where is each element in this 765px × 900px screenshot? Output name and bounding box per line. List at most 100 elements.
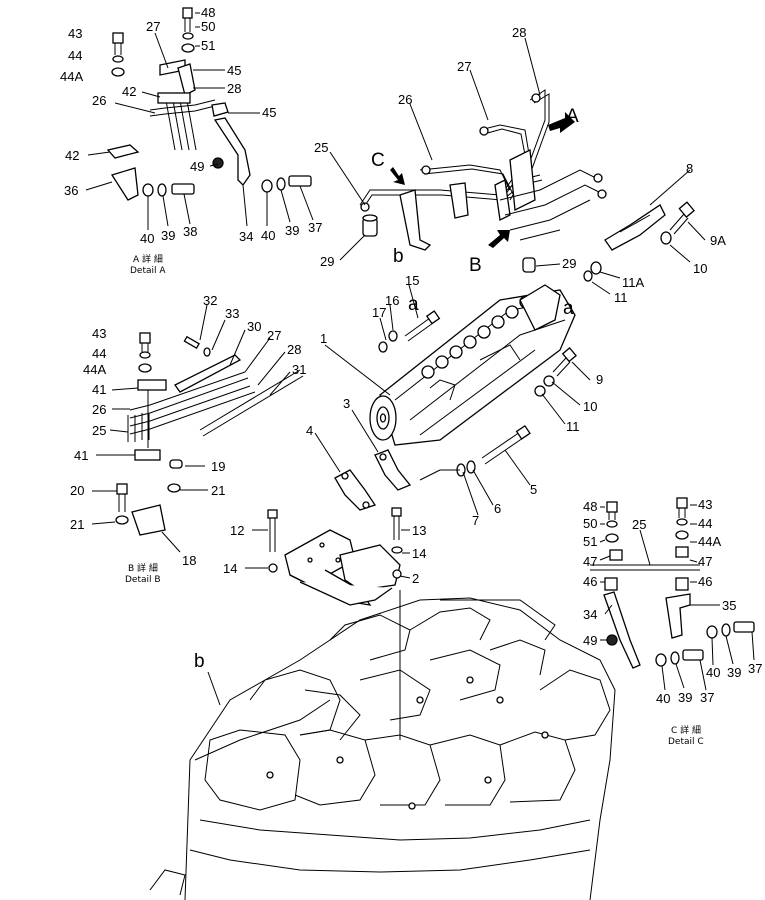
pump-bracket — [268, 529, 402, 606]
callout-21: 21 — [70, 517, 84, 532]
callout-46: 46 — [698, 574, 712, 589]
callout-40: 40 — [706, 665, 720, 680]
callout-16: 16 — [385, 293, 399, 308]
callout-25: 25 — [314, 140, 328, 155]
callout-41: 41 — [92, 382, 106, 397]
ref-mark-b: b — [194, 651, 205, 672]
callout-47: 47 — [583, 554, 597, 569]
callout-7: 7 — [472, 513, 479, 528]
callout-6: 6 — [494, 501, 501, 516]
callout-43: 43 — [92, 326, 106, 341]
callout-39: 39 — [678, 690, 692, 705]
callout-45: 45 — [262, 105, 276, 120]
callout-49: 49 — [190, 159, 204, 174]
ref-mark-b: b — [393, 246, 404, 267]
callout-26: 26 — [92, 402, 106, 417]
bolt-9 — [552, 347, 577, 377]
callout-40: 40 — [140, 231, 154, 246]
callout-37: 37 — [700, 690, 714, 705]
detail-b — [115, 332, 304, 536]
callout-2: 2 — [412, 571, 419, 586]
callout-21: 21 — [211, 483, 225, 498]
washer-11 — [534, 385, 546, 397]
callout-9A: 9A — [710, 233, 726, 248]
callout-1: 1 — [320, 331, 327, 346]
callout-11A: 11A — [622, 275, 644, 290]
washer-17 — [378, 341, 388, 353]
callout-47: 47 — [698, 554, 712, 569]
callout-20: 20 — [70, 483, 84, 498]
detail-captions: A 詳 細 Detail A B 詳 細 Detail B C 詳 細 Deta… — [125, 253, 704, 747]
callout-3: 3 — [343, 396, 350, 411]
callout-15: 15 — [405, 273, 419, 288]
callout-8: 8 — [686, 161, 693, 176]
callout-36: 36 — [64, 183, 78, 198]
ref-mark-a: a — [408, 294, 419, 315]
view-arrow-b-icon — [488, 230, 510, 248]
view-label-c: C — [371, 150, 385, 171]
callout-31: 31 — [292, 362, 306, 377]
view-label-b: B — [469, 255, 482, 276]
detail-b-caption-jp: B 詳 細 — [128, 562, 158, 574]
callout-9: 9 — [596, 372, 603, 387]
callout-13: 13 — [412, 523, 426, 538]
callout-18: 18 — [182, 553, 196, 568]
ref-mark-a: a — [563, 298, 574, 319]
callout-11: 11 — [614, 290, 628, 305]
washer-10-top — [660, 231, 672, 245]
callout-39: 39 — [285, 223, 299, 238]
callout-46: 46 — [583, 574, 597, 589]
callout-44A: 44A — [698, 534, 721, 549]
callout-42: 42 — [122, 84, 136, 99]
callout-10: 10 — [693, 261, 707, 276]
callout-44A: 44A — [60, 69, 83, 84]
callout-37: 37 — [748, 661, 762, 676]
callout-labels: 48 50 51 27 43 44 44A 45 28 42 26 45 42 … — [60, 5, 762, 706]
callout-44: 44 — [92, 346, 106, 361]
callout-49: 49 — [583, 633, 597, 648]
callout-27: 27 — [457, 59, 471, 74]
support-plate-3 — [374, 449, 412, 491]
view-label-a: A — [566, 106, 579, 127]
callout-25: 25 — [632, 517, 646, 532]
callout-34: 34 — [583, 607, 597, 622]
engine-block — [149, 590, 616, 900]
callout-17: 17 — [372, 305, 386, 320]
bolt-13 — [391, 507, 403, 554]
washer-16 — [388, 330, 398, 342]
detail-a — [106, 7, 312, 201]
detail-a-caption: Detail A — [130, 266, 166, 276]
fitting-29-right — [522, 257, 536, 273]
callout-25: 25 — [92, 423, 106, 438]
callout-48: 48 — [583, 499, 597, 514]
view-markers: A B C a a b b — [194, 106, 579, 672]
detail-c-caption-jp: C 詳 細 — [671, 724, 701, 736]
callout-44: 44 — [68, 48, 82, 63]
callout-41: 41 — [74, 448, 88, 463]
view-arrow-c-icon — [390, 167, 405, 185]
callout-48: 48 — [201, 5, 215, 20]
callout-37: 37 — [308, 220, 322, 235]
callout-32: 32 — [203, 293, 217, 308]
callout-30: 30 — [247, 319, 261, 334]
callout-28: 28 — [512, 25, 526, 40]
callout-40: 40 — [656, 691, 670, 706]
callout-35: 35 — [722, 598, 736, 613]
detail-a-caption-jp: A 詳 細 — [133, 253, 163, 265]
callout-29: 29 — [320, 254, 334, 269]
callout-28: 28 — [287, 342, 301, 357]
callout-33: 33 — [225, 306, 239, 321]
callout-19: 19 — [211, 459, 225, 474]
callout-38: 38 — [183, 224, 197, 239]
detail-c-caption: Detail C — [668, 737, 704, 747]
washer-11A — [590, 261, 602, 275]
callout-27: 27 — [267, 328, 281, 343]
callout-43: 43 — [698, 497, 712, 512]
callout-26: 26 — [92, 93, 106, 108]
callout-45: 45 — [227, 63, 241, 78]
view-arrow-a-icon — [548, 112, 575, 133]
callout-34: 34 — [239, 229, 253, 244]
callout-39: 39 — [161, 228, 175, 243]
callout-44A: 44A — [83, 362, 106, 377]
